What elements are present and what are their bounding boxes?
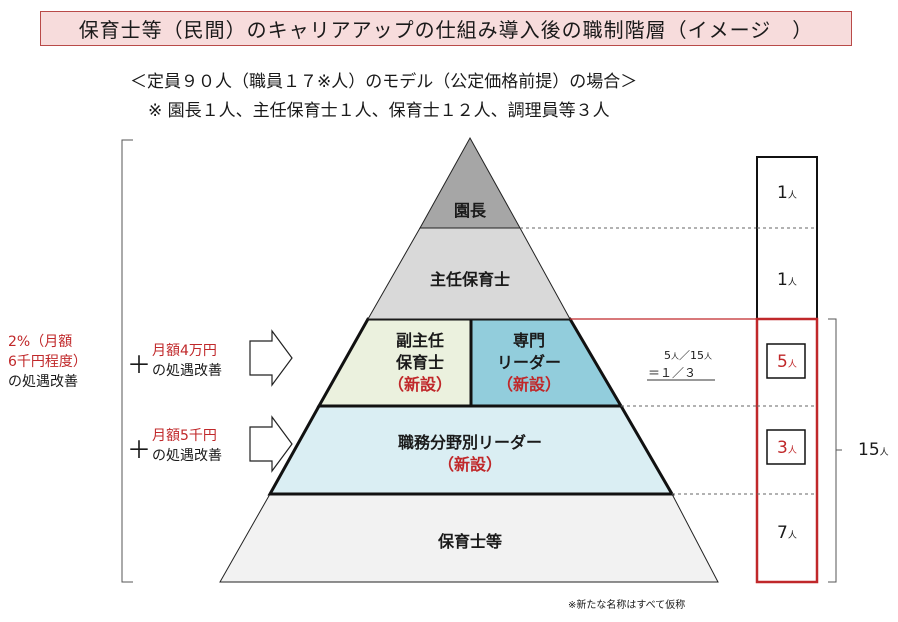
ratio-fraction: 5人／15人 — [664, 349, 712, 362]
label-staff: 保育士等 — [437, 532, 502, 551]
model-subtitle: ＜定員９０人（職員１７※人）のモデル（公定価格前提）の場合＞ — [130, 72, 638, 92]
count-staff: 7人 — [777, 523, 797, 543]
tier-director — [419, 136, 521, 229]
count-vice: 5人 — [777, 352, 797, 372]
plus-sign-2: ＋ — [127, 436, 151, 464]
label-field-leader: 職務分野別リーダー （新設） — [397, 433, 542, 474]
count-director: 1人 — [777, 183, 797, 203]
arrow-raise2 — [249, 415, 293, 473]
raise2-text: 月額5千円 の処遇改善 — [152, 428, 222, 464]
left-bracket — [121, 139, 133, 583]
count-chief: 1人 — [777, 270, 797, 290]
footnote: ※新たな名称はすべて仮称 — [568, 600, 686, 611]
raise1-text: 月額4万円 の処遇改善 — [152, 343, 222, 379]
count-field: 3人 — [777, 438, 797, 458]
arrow-raise1 — [249, 329, 293, 387]
plus-sign-1: ＋ — [127, 351, 151, 379]
label-director: 園長 — [453, 201, 486, 220]
label-specialist: 専門 リーダー （新設） — [496, 331, 561, 394]
label-vice-chief: 副主任 保育士 （新設） — [387, 331, 452, 394]
right-bracket — [828, 318, 837, 583]
vice-count-box — [766, 343, 806, 379]
base-raise-text: 2%（月額 6千円程度） の処遇改善 — [8, 334, 87, 390]
page-title: 保育士等（民間）のキャリアアップの仕組み導入後の職制階層（イメージ ） — [40, 11, 852, 46]
count-total: 15人 — [858, 440, 889, 460]
count-column-top — [756, 156, 818, 320]
ratio-result: ＝１／３ — [648, 366, 697, 380]
field-count-box — [766, 429, 806, 465]
label-chief: 主任保育士 — [429, 270, 510, 289]
staff-breakdown: ※ 園長１人、主任保育士１人、保育士１２人、調理員等３人 — [148, 101, 610, 121]
